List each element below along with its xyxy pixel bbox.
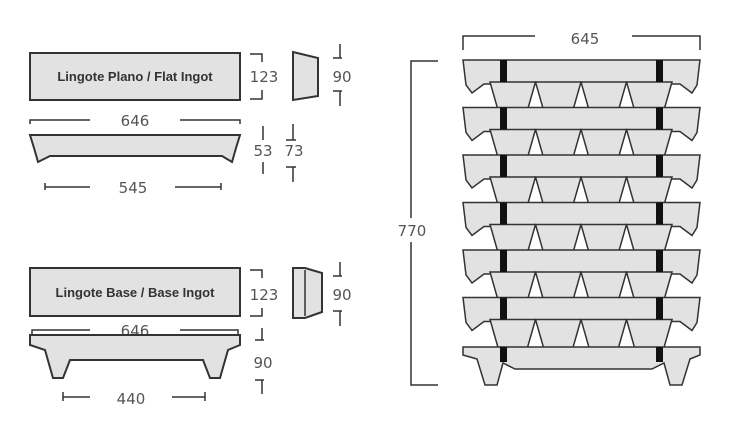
flat-ingot-cross (534, 81, 582, 111)
svg-text:73: 73 (284, 142, 303, 160)
stack-height-dimension: 770 (398, 60, 438, 386)
svg-text:646: 646 (121, 112, 150, 130)
flat-ingot-label: Lingote Plano / Flat Ingot (57, 69, 213, 84)
flat-ingot-length-dimension: 646 (29, 112, 241, 130)
svg-text:53: 53 (253, 142, 272, 160)
strap (656, 347, 663, 362)
strap (656, 155, 663, 177)
svg-text:90: 90 (332, 286, 351, 304)
base-ingot-top-view: Lingote Base / Base Ingot (29, 267, 241, 317)
base-ingot-end-view: 90 (292, 262, 352, 326)
flat-ingot-cross (534, 176, 582, 206)
ingot-stack (462, 59, 701, 386)
base-ingot-label: Lingote Base / Base Ingot (56, 285, 216, 300)
flat-ingot-cross (580, 318, 628, 349)
strap (656, 250, 663, 272)
flat-ingot-long (462, 154, 701, 190)
svg-text:90: 90 (253, 354, 272, 372)
flat-ingot-long (462, 249, 701, 285)
svg-text:545: 545 (119, 179, 148, 197)
flat-ingot-cross (625, 318, 673, 349)
svg-text:90: 90 (332, 68, 351, 86)
flat-ingot-long (462, 59, 701, 95)
strap (656, 60, 663, 82)
base-ingot (462, 346, 701, 386)
stack-width-dimension: 645 (462, 30, 701, 50)
svg-text:770: 770 (398, 222, 427, 240)
strap (500, 250, 507, 272)
flat-ingot-cross (625, 271, 673, 301)
svg-text:440: 440 (117, 390, 146, 408)
strap (656, 202, 663, 225)
flat-ingot-top-view: Lingote Plano / Flat Ingot (29, 52, 241, 101)
base-ingot-side-view: 90 (29, 328, 273, 394)
base-ingot-foot-spacing-dimension: 440 (62, 390, 206, 408)
strap (500, 347, 507, 362)
flat-ingot-cross (489, 271, 537, 301)
svg-text:645: 645 (571, 30, 600, 48)
strap (500, 297, 507, 320)
flat-ingot-cross (534, 223, 582, 254)
flat-ingot-cross (625, 176, 673, 206)
flat-ingot-width-dimension: 123 (250, 53, 279, 100)
flat-ingot-cross (625, 128, 673, 159)
flat-ingot-cross (580, 176, 628, 206)
strap (656, 297, 663, 320)
strap (656, 107, 663, 130)
flat-ingot-cross (580, 271, 628, 301)
flat-ingot-cross (489, 318, 537, 349)
flat-ingot-side-view: 53 73 (28, 124, 304, 182)
strap (500, 202, 507, 225)
flat-ingot-cross (580, 223, 628, 254)
flat-ingot-cross (489, 128, 537, 159)
flat-ingot-cross (580, 128, 628, 159)
flat-ingot-cross (625, 223, 673, 254)
base-ingot-width-dimension: 123 (250, 269, 279, 317)
flat-ingot-cross (534, 318, 582, 349)
strap (500, 155, 507, 177)
flat-ingot-long (462, 296, 701, 332)
flat-ingot-cross (580, 81, 628, 111)
flat-ingot-end-view: 90 (292, 44, 352, 106)
flat-ingot-long (462, 106, 701, 142)
strap (500, 60, 507, 82)
flat-ingot-cross (489, 223, 537, 254)
strap (500, 107, 507, 130)
svg-text:123: 123 (250, 286, 279, 304)
flat-ingot-cross (489, 176, 537, 206)
flat-ingot-long (462, 201, 701, 237)
svg-text:123: 123 (250, 68, 279, 86)
flat-ingot-cross (534, 271, 582, 301)
flat-ingot-bottom-length-dimension: 545 (44, 179, 222, 197)
flat-ingot-cross (625, 81, 673, 111)
flat-ingot-cross (489, 81, 537, 111)
flat-ingot-cross (534, 128, 582, 159)
